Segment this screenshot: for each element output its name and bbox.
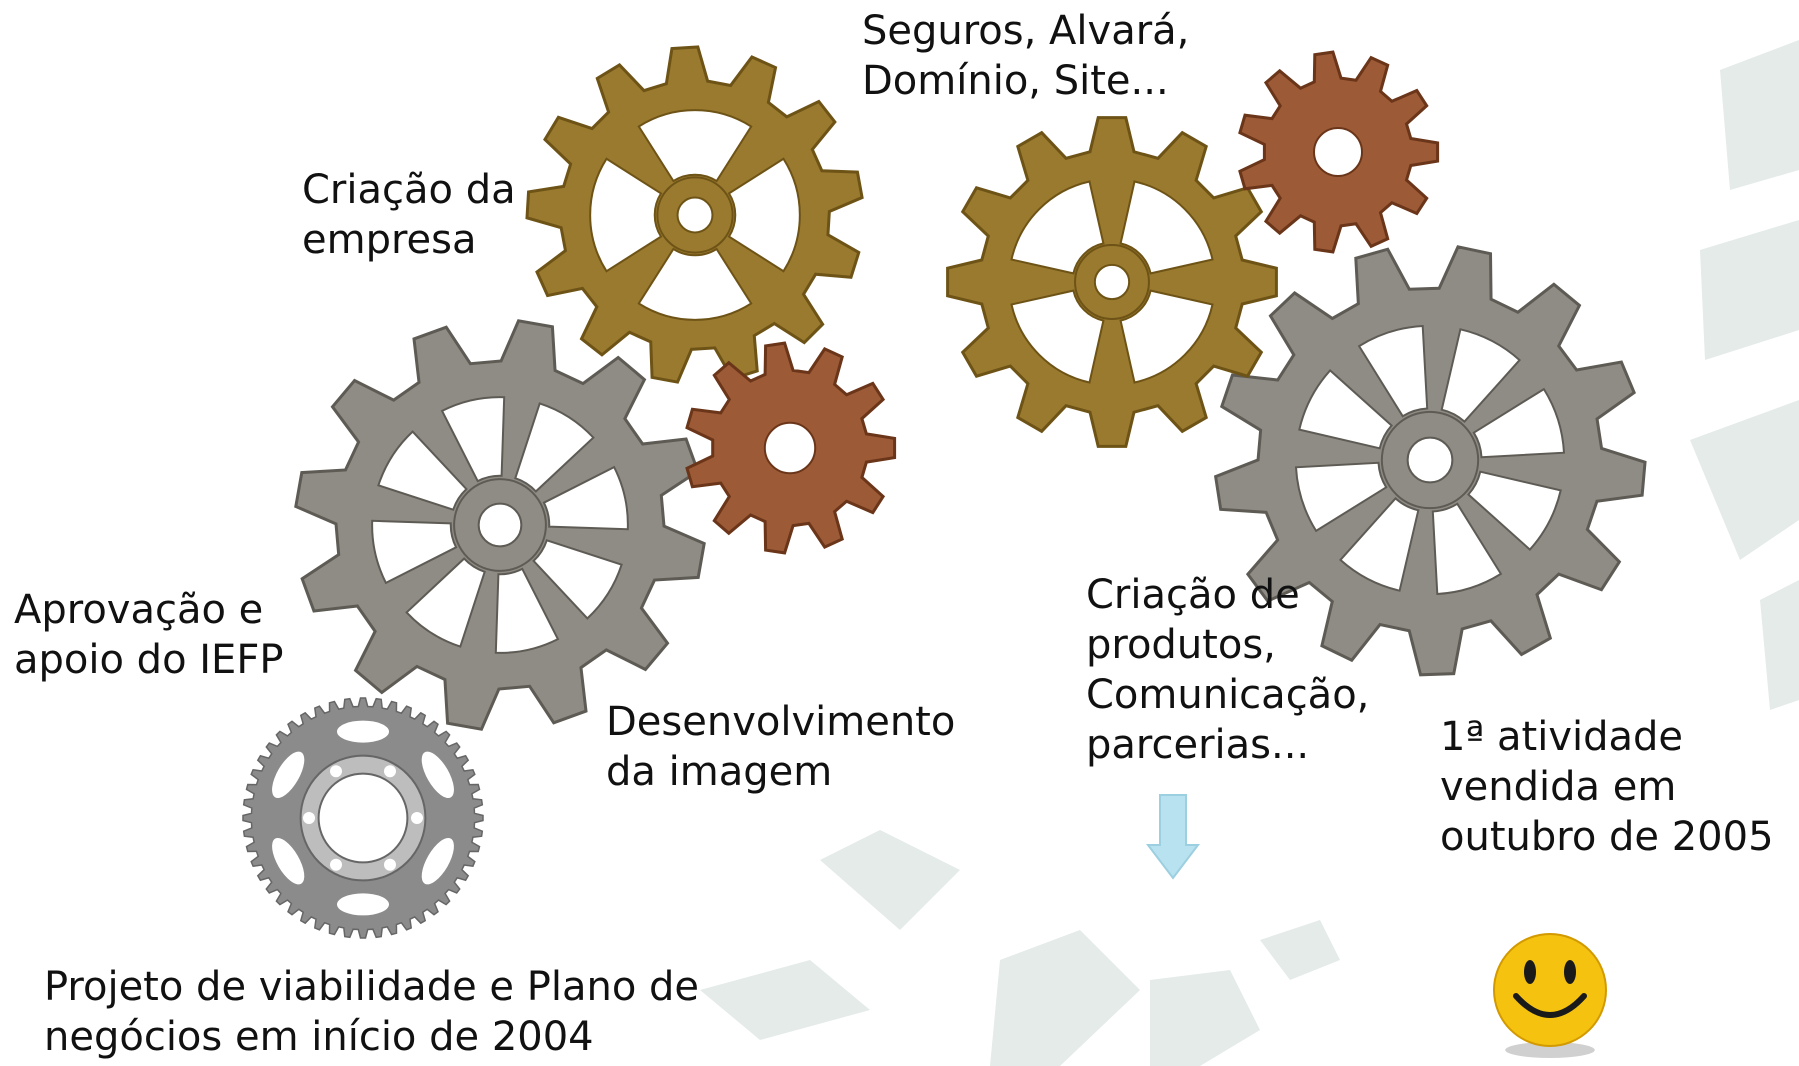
gear-window (371, 519, 458, 585)
gear-center-hole (763, 421, 817, 475)
gear-window (1338, 496, 1420, 592)
gear-icon-gold-right (946, 116, 1278, 448)
label-seguros-alvara: Seguros, Alvará, Domínio, Site... (862, 8, 1190, 104)
label-primeira-atividade: 1ª atividade vendida em outubro de 2005 (1440, 714, 1774, 860)
bg-shape-bottom-5 (1260, 920, 1340, 980)
gear-center-hole (1406, 436, 1454, 484)
gear-window (1440, 328, 1522, 424)
bg-shape-bottom-4 (1150, 970, 1260, 1066)
gear-window (1119, 180, 1214, 275)
gear-center-hole (1093, 263, 1131, 301)
gear-window (542, 465, 629, 531)
gear-window (377, 430, 468, 511)
gear-window (1294, 461, 1388, 533)
label-criacao-empresa: Criação da empresa (302, 167, 516, 263)
gear-window (1010, 289, 1105, 384)
gear-icon-steel-right (1213, 245, 1647, 677)
gear-window (1466, 470, 1562, 552)
label-aprovacao-iefp: Aprovação e apoio do IEFP (14, 587, 284, 683)
bg-shape-right-2 (1700, 220, 1799, 360)
sprocket-icon (242, 697, 484, 939)
gear-window (440, 396, 506, 483)
gear-icon-copper-right (1238, 50, 1440, 254)
gear-window (1357, 324, 1429, 418)
bg-shape-bottom-2 (700, 960, 870, 1040)
gear-window (514, 402, 595, 493)
arrow-down-icon (1145, 794, 1201, 880)
gear-icon-gold-left (525, 45, 864, 384)
label-desenvolvimento-imagem: Desenvolvimento da imagem (606, 699, 956, 795)
label-projeto-viabilidade: Projeto de viabilidade e Plano de negóci… (44, 964, 700, 1060)
gear-window (1119, 289, 1214, 384)
gear-center-hole (676, 196, 714, 234)
bg-shape-right-4 (1760, 580, 1799, 710)
gear-window (405, 557, 486, 648)
gear-window (1431, 502, 1503, 596)
gear-center-hole (477, 502, 523, 548)
gear-window (1010, 180, 1105, 275)
gear-window (532, 539, 623, 620)
gear-window (1298, 368, 1394, 450)
bg-shape-right-1 (1720, 40, 1799, 190)
gear-window (727, 157, 801, 273)
gear-icon-steel-left (294, 319, 706, 731)
gear-window (637, 247, 753, 321)
gear-icon-copper-left (685, 341, 897, 555)
gear-window (494, 567, 560, 654)
label-criacao-produtos: Criação de produtos, Comunicação, parcer… (1086, 572, 1370, 768)
smiley-icon (1493, 933, 1607, 1058)
bg-shape-bottom-3 (990, 930, 1140, 1066)
bg-shape-right-3 (1690, 400, 1799, 560)
gear-window (589, 157, 663, 273)
gear-window (637, 109, 753, 183)
bg-shape-bottom-1 (820, 830, 960, 930)
gear-window (1472, 387, 1566, 459)
gear-center-hole (1313, 127, 1363, 177)
